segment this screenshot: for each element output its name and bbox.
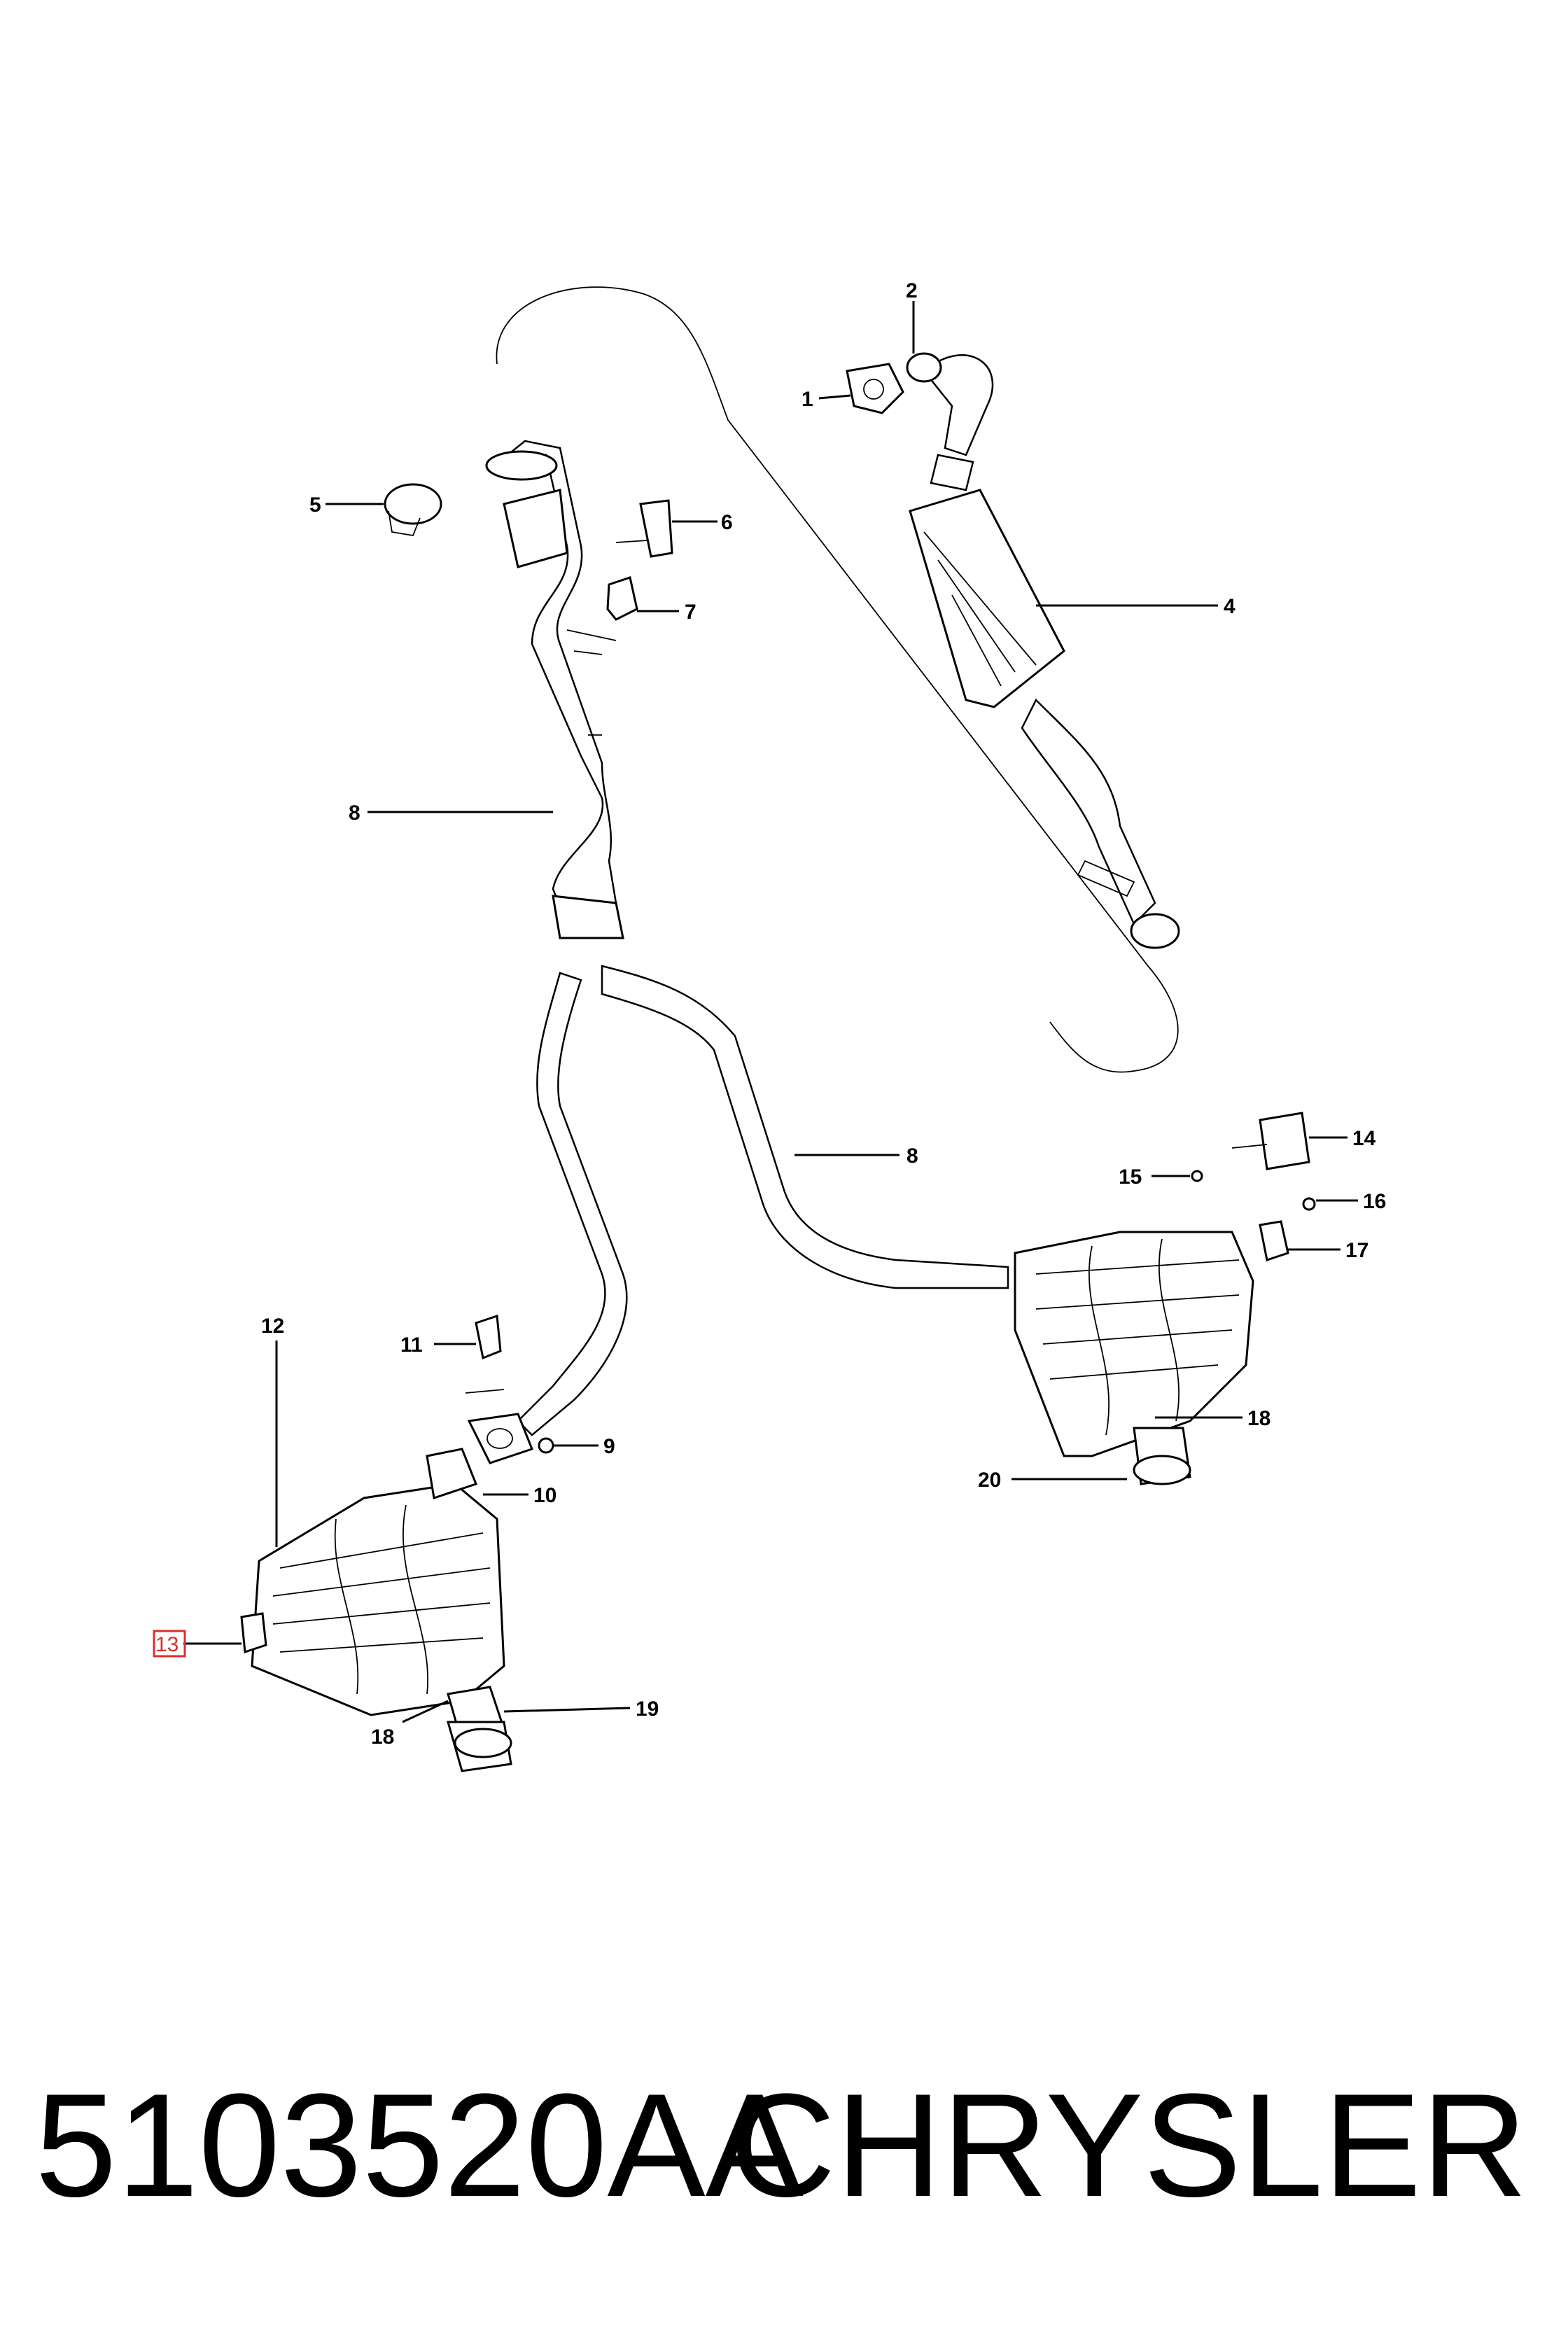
callout-10: 10	[533, 1484, 556, 1507]
callout-labels: 1 2 4 5 6 7 8 8 9 10 11 12 13 14 15 16 1…	[153, 279, 1386, 1749]
callout-13-highlight	[153, 1630, 186, 1658]
flange-ring	[906, 352, 942, 383]
callout-18a: 18	[1247, 1407, 1270, 1430]
part-number: 5103520AA	[35, 2063, 804, 2227]
leader-lines	[183, 301, 1358, 1723]
callout-9: 9	[603, 1435, 615, 1458]
callout-14: 14	[1352, 1127, 1376, 1150]
routing-outline	[496, 286, 1179, 1073]
rear-hanger-bracket	[1231, 1112, 1310, 1170]
left-muffler	[251, 1448, 512, 1772]
stud	[465, 1389, 505, 1394]
callout-17: 17	[1345, 1239, 1368, 1262]
isolator	[606, 576, 638, 621]
catalytic-converter	[909, 354, 1180, 949]
hanger-bracket	[615, 499, 673, 558]
gasket	[846, 363, 904, 414]
callout-12: 12	[261, 1315, 284, 1338]
isolator-rear	[1259, 1220, 1289, 1261]
callout-13: 13	[155, 1633, 178, 1656]
pipe-clamp	[384, 483, 442, 537]
bolt	[1191, 1170, 1203, 1182]
callout-20: 20	[978, 1469, 1001, 1492]
callout-7: 7	[685, 601, 696, 624]
callout-4: 4	[1224, 595, 1236, 618]
callout-6: 6	[721, 511, 733, 534]
exhaust-flange	[467, 1413, 533, 1464]
nut-rear	[1302, 1197, 1316, 1211]
intermediate-pipe	[485, 440, 1009, 1436]
callout-16: 16	[1363, 1190, 1386, 1213]
callout-15: 15	[1119, 1166, 1142, 1189]
callout-19: 19	[636, 1698, 659, 1721]
nut	[538, 1437, 554, 1454]
brand-name: CHRYSLER	[729, 2063, 1527, 2227]
footer: 5103520AA CHRYSLER	[0, 2072, 1568, 2254]
right-muffler	[1014, 1231, 1254, 1485]
isolator-left	[240, 1612, 267, 1654]
callout-8b: 8	[906, 1144, 918, 1168]
callout-5: 5	[309, 493, 321, 517]
callout-18b: 18	[371, 1726, 394, 1749]
hanger-isolator-left	[475, 1314, 502, 1360]
exhaust-system-diagram: 1 2 4 5 6 7 8 8 9 10 11 12 13 14 15 16 1…	[153, 279, 1386, 1772]
callout-8a: 8	[349, 802, 360, 825]
callout-1: 1	[802, 388, 813, 411]
callout-11: 11	[400, 1334, 423, 1357]
callout-2: 2	[906, 279, 918, 302]
